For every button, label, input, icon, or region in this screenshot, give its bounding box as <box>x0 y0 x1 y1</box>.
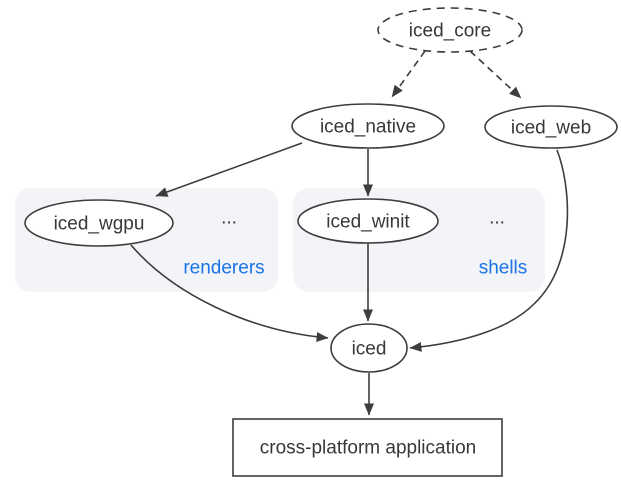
iced_wgpu-ellipse <box>24 199 174 247</box>
iced-ellipse <box>330 323 408 373</box>
shells-ellipsis: ... <box>489 208 505 229</box>
iced_native-label: iced_native <box>320 117 416 138</box>
edge-iced_wgpu-iced <box>130 244 329 342</box>
iced_core-ellipse <box>377 7 523 53</box>
renderers-group-label: renderers <box>183 258 264 279</box>
iced_web-label: iced_web <box>511 118 591 139</box>
renderers-ellipsis: ... <box>221 208 237 229</box>
iced_web-ellipse <box>484 105 618 149</box>
node-iced_web: iced_web <box>484 105 618 149</box>
app-rect <box>232 418 503 477</box>
app-label: cross-platform application <box>260 438 476 459</box>
node-iced_wgpu: iced_wgpu <box>24 199 174 247</box>
edge-iced_native-iced_wgpu <box>155 142 303 197</box>
node-cross-platform-application: cross-platform application <box>232 418 503 477</box>
edge-iced_core-iced_web <box>469 50 522 99</box>
iced_native-ellipse <box>291 103 445 149</box>
node-iced_native: iced_native <box>291 103 445 149</box>
node-iced_core: iced_core <box>377 7 523 53</box>
node-iced: iced <box>330 323 408 373</box>
iced_core-label: iced_core <box>409 21 491 42</box>
edge-iced_web-iced <box>409 149 569 352</box>
node-iced_winit: iced_winit <box>297 198 439 244</box>
edge-iced_core-iced_native <box>391 50 426 98</box>
iced_wgpu-label: iced_wgpu <box>54 214 145 235</box>
shells-group-label: shells <box>479 258 528 279</box>
iced_winit-label: iced_winit <box>326 212 410 233</box>
iced_winit-ellipse <box>297 198 439 244</box>
iced-label: iced <box>352 339 387 360</box>
